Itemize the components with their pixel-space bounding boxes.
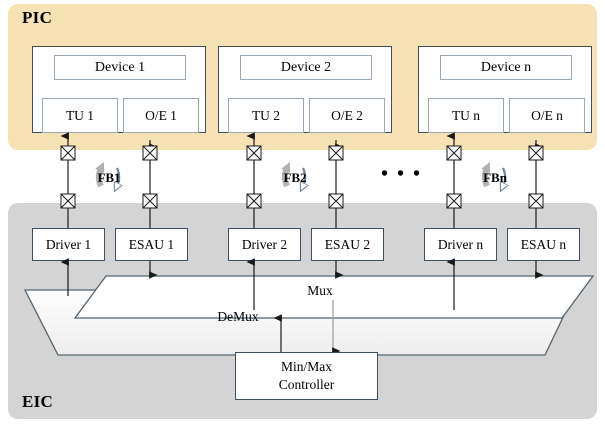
pic-panel-label: PIC: [22, 8, 53, 27]
ellipsis-indicator: • • •: [381, 163, 423, 185]
driver-box-1: Driver 1: [32, 228, 105, 261]
feedback-label-2: FB2: [283, 170, 307, 185]
oe-box-2: O/E 2: [309, 98, 385, 133]
tu-box-n: TU n: [428, 98, 504, 133]
minmax-controller-box: Min/Max Controller: [235, 352, 378, 400]
device-title-2: Device 2: [240, 55, 372, 80]
controller-line-2: Controller: [278, 377, 335, 392]
esau-box-n: ESAU n: [507, 228, 580, 261]
mux-label: Mux: [307, 283, 333, 298]
device-group-1: Device 1 TU 1 O/E 1: [32, 46, 206, 133]
device-group-n: Device n TU n O/E n: [418, 46, 592, 133]
tu-box-2: TU 2: [228, 98, 304, 133]
esau-box-2: ESAU 2: [311, 228, 384, 261]
oe-box-n: O/E n: [509, 98, 585, 133]
driver-box-n: Driver n: [424, 228, 497, 261]
tu-box-1: TU 1: [42, 98, 118, 133]
device-title-n: Device n: [440, 55, 572, 80]
device-title-1: Device 1: [54, 55, 186, 80]
feedback-label-n: FBn: [483, 170, 507, 185]
demux-label: DeMux: [217, 309, 259, 324]
device-group-2: Device 2 TU 2 O/E 2: [218, 46, 392, 133]
driver-box-2: Driver 2: [228, 228, 301, 261]
eic-panel-label: EIC: [22, 392, 54, 411]
controller-line-1: Min/Max: [280, 359, 332, 374]
oe-box-1: O/E 1: [123, 98, 199, 133]
esau-box-1: ESAU 1: [115, 228, 188, 261]
feedback-label-1: FB1: [97, 170, 121, 185]
